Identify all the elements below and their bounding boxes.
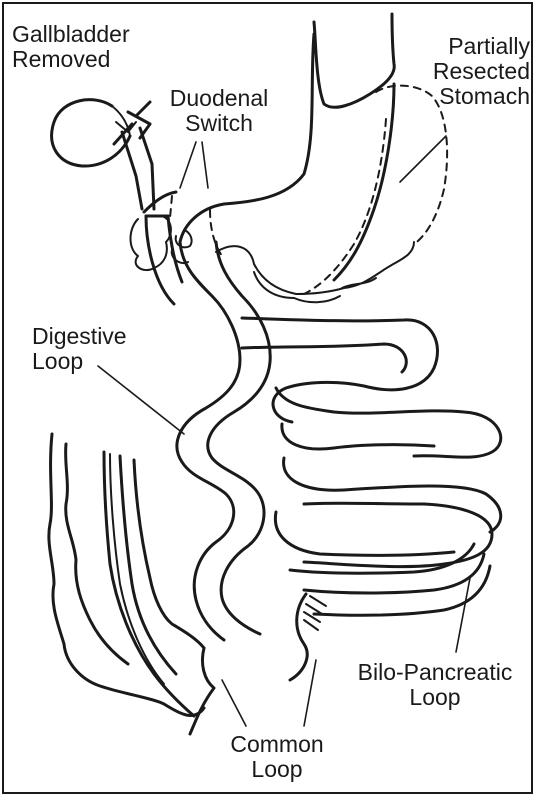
large-intestine	[49, 434, 214, 734]
leader-stomach	[400, 136, 446, 182]
leader-common-loop-1	[222, 680, 246, 726]
leader-duodenal-switch-1	[180, 142, 196, 188]
leader-duodenal-switch-2	[202, 142, 208, 188]
leader-common-loop-2	[304, 660, 316, 726]
small-bowel-loops	[242, 318, 501, 680]
label-bilo-pancreatic-loop: Bilo-Pancreatic Loop	[344, 660, 526, 710]
label-common-loop: Common Loop	[222, 732, 332, 782]
label-partially-resected-stomach: Partially Resected Stomach	[384, 34, 530, 109]
leader-digestive-loop	[98, 366, 184, 434]
label-digestive-loop: Digestive Loop	[32, 324, 127, 374]
leader-bilo-pancreatic	[456, 578, 470, 652]
label-gallbladder-removed: Gallbladder Removed	[12, 22, 130, 72]
label-leaders	[98, 136, 470, 726]
bile-ducts	[114, 102, 154, 209]
label-duodenal-switch: Duodenal Switch	[154, 86, 284, 136]
